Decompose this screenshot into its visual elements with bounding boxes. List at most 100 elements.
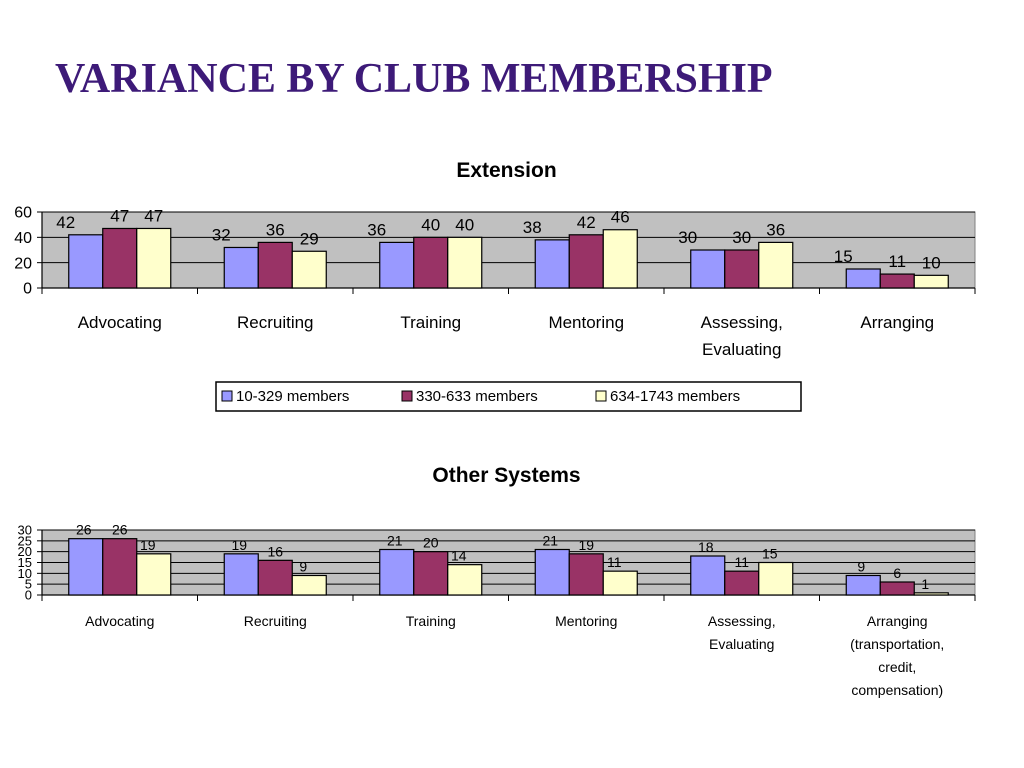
data-label: 19	[578, 537, 594, 553]
bar	[758, 241, 794, 289]
legend-box	[215, 381, 802, 412]
bar	[223, 553, 259, 596]
category-label: Training	[400, 313, 461, 332]
bar	[568, 234, 604, 289]
data-label: 15	[762, 546, 778, 562]
data-label: 46	[611, 208, 630, 227]
bar	[879, 581, 915, 596]
category-label: Recruiting	[244, 613, 307, 629]
data-label: 11	[607, 554, 622, 570]
data-label: 40	[421, 215, 440, 234]
plot-area	[41, 211, 976, 289]
data-label: 38	[523, 218, 542, 237]
category-label: Advocating	[85, 613, 154, 629]
bar	[447, 564, 483, 596]
y-tick-label: 10	[18, 566, 32, 581]
data-label: 40	[455, 215, 474, 234]
bar	[257, 241, 293, 289]
y-tick-label: 0	[23, 281, 32, 298]
data-label: 36	[367, 220, 386, 239]
bar	[690, 249, 726, 289]
data-label: 10	[922, 253, 941, 272]
bar	[413, 551, 449, 596]
y-tick-label: 20	[14, 255, 32, 272]
category-label: Recruiting	[237, 313, 314, 332]
y-tick-label: 20	[18, 544, 32, 559]
bar	[879, 273, 915, 289]
y-tick-label: 25	[18, 533, 32, 548]
data-label: 36	[266, 220, 285, 239]
bar	[534, 239, 570, 289]
data-label: 18	[698, 539, 714, 555]
data-label: 11	[734, 554, 749, 570]
bar	[602, 229, 638, 289]
data-label: 20	[423, 535, 439, 551]
category-label: Mentoring	[555, 613, 617, 629]
legend-swatch	[595, 390, 607, 402]
category-label: (transportation,	[850, 636, 944, 652]
bar	[379, 241, 415, 289]
category-label: credit,	[878, 659, 916, 675]
bar	[845, 268, 881, 289]
y-tick-label: 15	[18, 555, 32, 570]
bar	[102, 227, 138, 289]
bar	[602, 570, 638, 596]
bar	[447, 236, 483, 289]
bar	[913, 274, 949, 289]
data-label: 16	[267, 543, 283, 559]
bar	[724, 249, 760, 289]
data-label: 26	[76, 522, 92, 538]
y-tick-label: 60	[14, 205, 32, 222]
data-label: 15	[834, 247, 853, 266]
chart-title: Other Systems	[432, 464, 580, 487]
data-label: 29	[300, 229, 319, 248]
category-label: Advocating	[78, 313, 162, 332]
y-tick-label: 0	[25, 588, 32, 603]
bar	[102, 538, 138, 596]
legend-label: 330-633 members	[416, 388, 538, 405]
bar	[68, 538, 104, 596]
data-label: 26	[112, 522, 128, 538]
bar	[68, 234, 104, 289]
data-label: 32	[212, 225, 231, 244]
y-tick-label: 30	[18, 523, 32, 538]
bar	[690, 555, 726, 596]
bar	[257, 559, 293, 596]
legend-label: 10-329 members	[236, 388, 349, 405]
data-label: 36	[766, 220, 785, 239]
data-label: 19	[231, 537, 247, 553]
bar	[724, 570, 760, 596]
category-label: Mentoring	[548, 313, 624, 332]
category-label: Arranging	[867, 613, 928, 629]
data-label: 11	[888, 252, 906, 271]
data-label: 42	[577, 213, 596, 232]
bar	[913, 592, 949, 596]
bar	[223, 246, 259, 289]
bar	[136, 553, 172, 596]
bar	[291, 250, 327, 289]
category-label: compensation)	[851, 682, 943, 698]
data-label: 21	[542, 533, 558, 549]
y-tick-label: 5	[25, 577, 32, 592]
category-label: Evaluating	[702, 340, 781, 359]
data-label: 14	[451, 548, 467, 564]
chart-title: Extension	[456, 159, 556, 182]
category-label: Arranging	[860, 313, 934, 332]
data-label: 47	[110, 206, 129, 225]
data-label: 21	[387, 533, 403, 549]
bar	[136, 227, 172, 289]
category-label: Assessing,	[708, 613, 776, 629]
bar	[845, 574, 881, 596]
category-label: Evaluating	[709, 636, 774, 652]
bar	[413, 236, 449, 289]
data-label: 9	[857, 559, 865, 575]
data-label: 47	[144, 206, 163, 225]
data-label: 19	[140, 537, 156, 553]
bar	[379, 548, 415, 596]
legend-label: 634-1743 members	[610, 388, 740, 405]
legend-swatch	[221, 390, 233, 402]
category-label: Training	[406, 613, 456, 629]
